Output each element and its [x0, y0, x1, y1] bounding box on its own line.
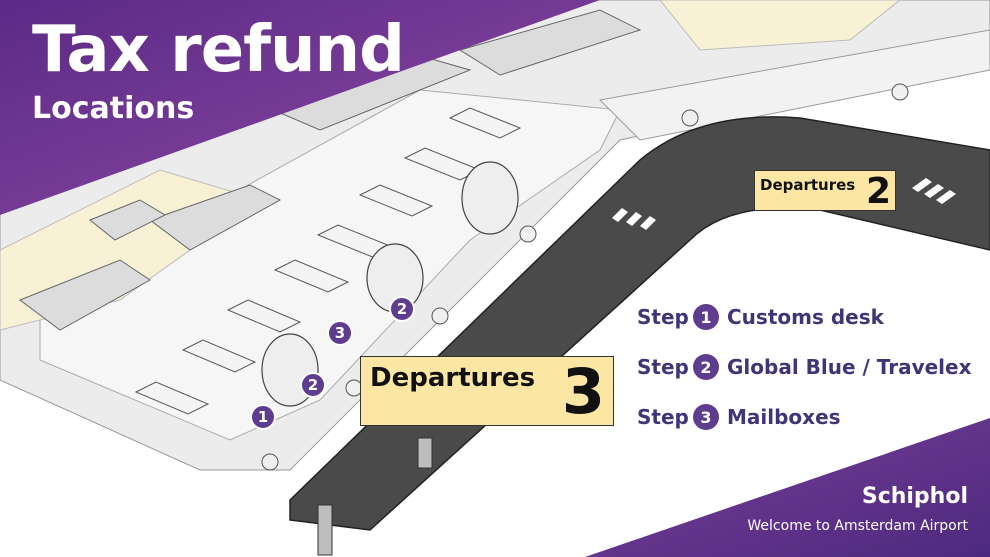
map-marker-step-3: 3: [327, 320, 353, 346]
pillars: [261, 83, 909, 471]
departures-3-label: Departures: [370, 363, 536, 393]
page-title: Tax refund: [32, 13, 405, 87]
map-marker-step-2: 2: [389, 296, 415, 322]
brand-tagline: Welcome to Amsterdam Airport: [747, 518, 968, 534]
header-banner: [0, 0, 600, 215]
building-blocks: [18, 9, 642, 331]
departures-2-label: Departures: [760, 176, 856, 194]
brand-logo-text: Schiphol: [861, 484, 968, 509]
legend-step-word: Step: [637, 305, 689, 329]
legend-step-word: Step: [637, 355, 689, 379]
legend-row-step-1: Step 1 Customs desk: [637, 304, 884, 330]
bridge-supports: [317, 437, 433, 556]
map-marker-step-2: 2: [300, 372, 326, 398]
legend-step-text: Mailboxes: [727, 405, 841, 429]
page-subtitle: Locations: [32, 91, 195, 126]
legend-row-step-2: Step 2 Global Blue / Travelex: [637, 354, 972, 380]
legend-step-word: Step: [637, 405, 689, 429]
departures-3-sign: Departures 3: [360, 355, 614, 428]
legend-step-number: 2: [693, 354, 719, 380]
legend-step-text: Global Blue / Travelex: [727, 355, 972, 379]
departures-2-sign: Departures 2: [754, 170, 896, 212]
legend-row-step-3: Step 3 Mailboxes: [637, 404, 841, 430]
apron-road: [289, 116, 990, 531]
footer-banner: [585, 418, 990, 557]
departures-3-number: 3: [561, 355, 605, 428]
legend-step-number: 3: [693, 404, 719, 430]
legend-step-text: Customs desk: [727, 305, 884, 329]
legend-step-number: 1: [693, 304, 719, 330]
map-marker-step-1: 1: [250, 404, 276, 430]
departures-2-number: 2: [865, 171, 891, 212]
